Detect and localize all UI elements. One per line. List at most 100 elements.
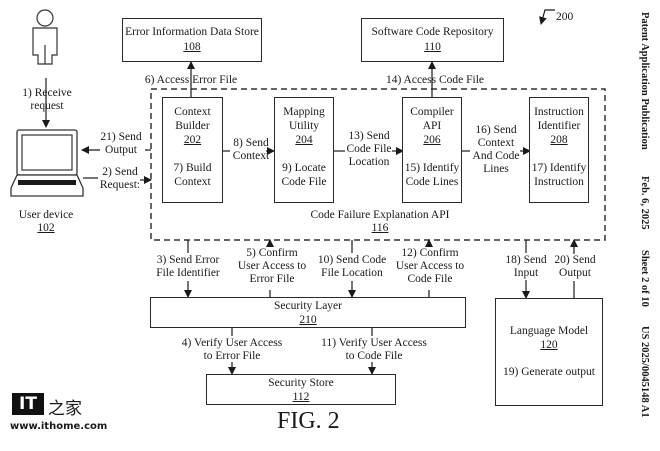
step-8-label: 8) Send Context [227,137,275,163]
box-title: Instruction [534,106,584,118]
box-number: 120 [540,339,558,351]
box-number: 204 [295,134,313,146]
api-title: Code Failure Explanation API [310,209,450,221]
box-step: 9) Locate [282,162,326,174]
label-line: Code File [407,273,453,285]
laptop-icon [10,129,84,197]
ithome-logo: IT [12,393,44,415]
context-builder-box[interactable]: Context Builder 202 7) Build Context [162,97,223,203]
figure-label: FIG. 2 [277,408,340,434]
compiler-api-box[interactable]: Compiler API 206 15) Identify Code Lines [402,97,462,203]
security-store-box[interactable]: Security Store 112 [206,374,396,405]
step-21-label: 21) Send Output [92,131,150,157]
step-1-line: request [30,100,64,112]
label-line: 10) Send Code [317,254,387,266]
box-number: 110 [424,41,441,53]
box-step: Context [174,176,211,188]
step-4-label: 4) Verify User Access to Error File [172,337,292,363]
user-device-label: User device 102 [10,209,82,235]
error-information-data-store[interactable]: Error Information Data Store 108 [122,18,262,62]
header-publication-number: US 2025/0045148 A1 [639,326,650,418]
step-13-label: 13) Send Code File Location [340,130,398,169]
box-step: 15) Identify [404,162,460,174]
label-line: Output [105,144,137,156]
logo-text: IT [19,394,37,414]
header-sheet: Sheet 2 of 10 [639,250,650,307]
header-date: Feb. 6, 2025 [639,176,650,230]
label-line: File Identifier [156,267,220,279]
label-line: 8) Send [233,137,269,149]
label-line: Context [477,137,515,149]
step-18-label: 18) Send Input [502,254,550,280]
step-16-label: 16) Send Context And Code Lines [468,124,524,176]
label-line: 16) Send [475,124,517,136]
api-number: 116 [371,222,389,234]
step-20-label: 20) Send Output [550,254,600,280]
box-number: 112 [292,391,310,403]
label-line: Error File [249,273,295,285]
box-number: 202 [183,134,202,146]
box-title: Compiler [410,106,454,118]
box-number: 208 [550,134,568,146]
label-line: 18) Send [505,254,547,266]
label-line: Context [232,150,270,162]
label-line: Code File [346,143,392,155]
label-line: And Code [472,150,520,162]
box-title: Utility [288,120,320,132]
box-step: 7) Build [173,162,212,174]
step-5-label: 5) Confirm User Access to Error File [232,247,312,286]
box-title: Builder [175,120,210,132]
user-device-title: User device [18,209,74,221]
step-1-label: 1) Receive request [16,87,78,113]
user-device-number: 102 [37,222,55,234]
box-title: Language Model [509,325,589,337]
figure-reference-number: 200 [556,11,574,23]
box-number: 210 [299,314,317,326]
watermark-url: www.ithome.com [10,421,108,432]
step-2-label: 2) Send Request: [90,166,150,192]
box-step: Code File [281,176,327,188]
security-layer-box[interactable]: Security Layer 210 [150,297,466,328]
box-number: 108 [183,41,201,53]
label-line: 21) Send [100,131,142,143]
figure-ref-arrow [539,9,555,25]
label-line: 20) Send [554,254,596,266]
label-line: 13) Send [348,130,390,142]
label-line: Input [513,267,539,279]
label-line: 11) Verify User Access [321,337,427,349]
label-line: Request: [99,179,141,191]
box-title: Security Store [268,377,334,389]
step-10-label: 10) Send Code File Location [310,254,394,280]
software-code-repository[interactable]: Software Code Repository 110 [361,18,504,62]
box-title: API [422,120,442,132]
label-line: 5) Confirm [246,247,298,259]
instruction-identifier-box[interactable]: Instruction Identifier 208 17) Identify … [529,97,589,203]
label-line: to Code File [345,350,403,362]
api-container-border [150,88,606,241]
mapping-utility-box[interactable]: Mapping Utility 204 9) Locate Code File [274,97,334,203]
step-14-label: 14) Access Code File [385,74,485,86]
box-step: 19) Generate output [503,366,595,378]
label-line: User Access to [237,260,307,272]
label-line: 2) Send [102,166,138,178]
language-model-box[interactable]: Language Model 120 19) Generate output [495,298,603,406]
step-12-label: 12) Confirm User Access to Code File [390,247,470,286]
box-title: Software Code Repository [371,26,494,38]
label-line: Lines [483,163,509,175]
box-title: Security Layer [273,300,342,312]
label-line: User Access to [395,260,465,272]
step-3-label: 3) Send Error File Identifier [150,254,226,280]
box-title: Error Information Data Store [125,26,259,38]
header-publication: Patent Application Publication [639,12,650,150]
box-title: Context [174,106,211,118]
box-step: Code Lines [405,176,459,188]
label-line: Output [559,267,591,279]
step-11-label: 11) Verify User Access to Code File [314,337,434,363]
box-step: 17) Identify [531,162,587,174]
logo-chinese: 之家 [48,399,82,419]
code-failure-explanation-api-label: Code Failure Explanation API 116 [300,209,460,235]
box-title: Identifier [537,120,581,132]
box-number: 206 [423,134,441,146]
label-line: 3) Send Error [156,254,220,266]
